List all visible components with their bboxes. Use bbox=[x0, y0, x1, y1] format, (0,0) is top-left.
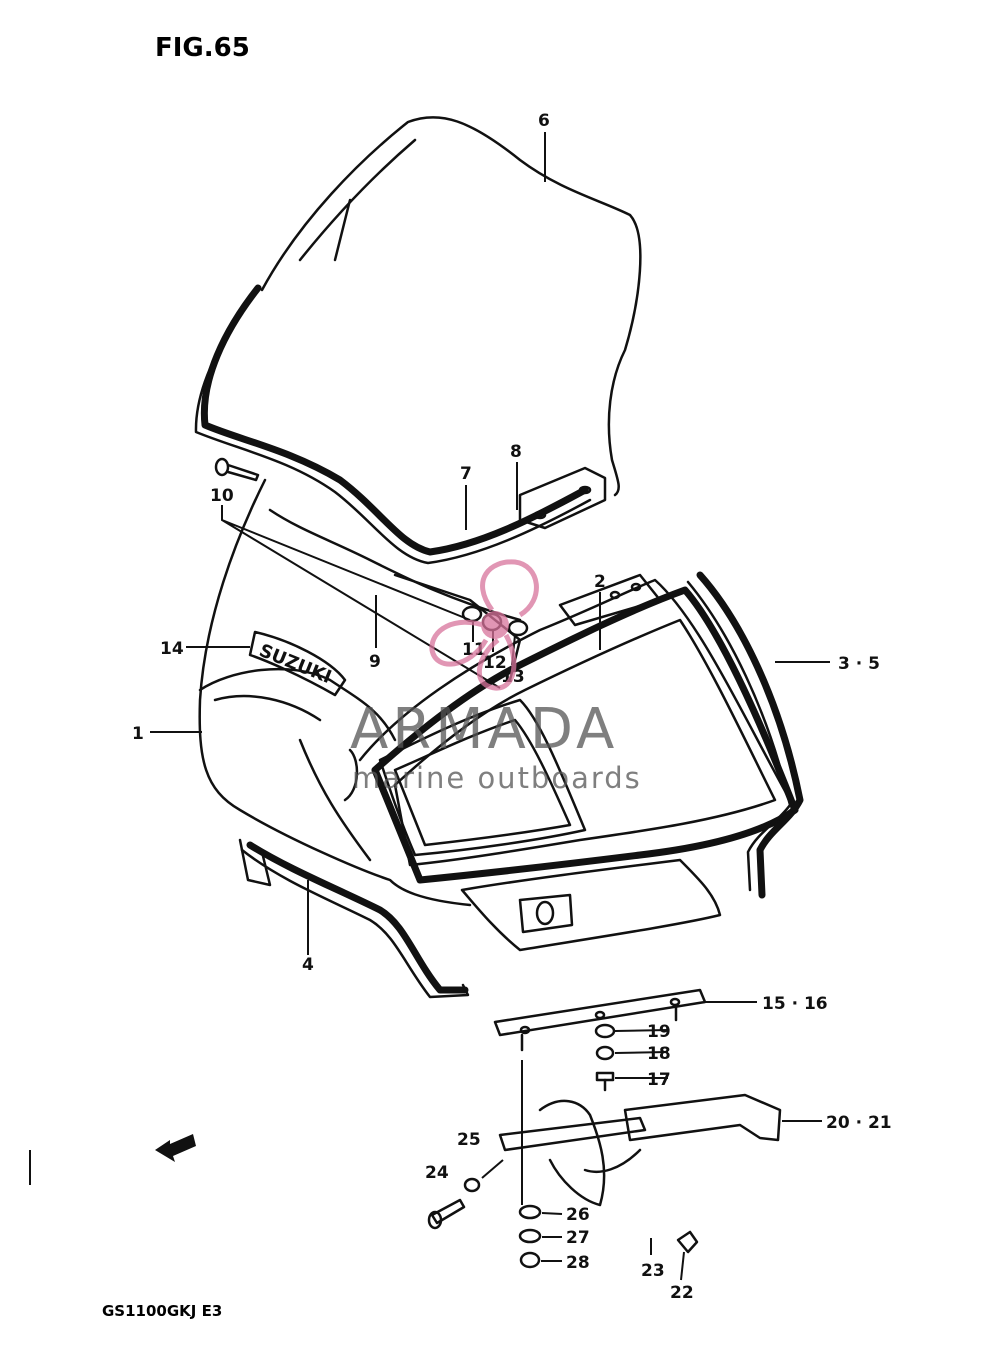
model-code: GS1100GKJ E3 bbox=[102, 1302, 222, 1320]
fairing-body bbox=[198, 478, 522, 907]
callout-18: 18 bbox=[647, 1044, 671, 1064]
edge-seal bbox=[686, 571, 804, 899]
screw-10 bbox=[214, 457, 260, 482]
bolt-24 bbox=[427, 1198, 466, 1230]
callout-14: 14 bbox=[160, 639, 184, 659]
windscreen-bracket bbox=[518, 466, 607, 530]
callout-10: 10 bbox=[210, 486, 234, 506]
callout-15-16: 15 · 16 bbox=[762, 994, 828, 1014]
callout-labels: 6 7 8 10 2 3 · 5 14 9 11 12 13 1 4 15 · … bbox=[132, 111, 892, 1303]
callout-12: 12 bbox=[483, 653, 507, 673]
callout-26: 26 bbox=[566, 1205, 590, 1225]
emblem-label: SUZUKI bbox=[256, 640, 334, 688]
callout-19: 19 bbox=[647, 1022, 671, 1042]
callout-28: 28 bbox=[566, 1253, 590, 1273]
leader-10-9 bbox=[221, 505, 501, 689]
armada-watermark: ARMADA marine outboards bbox=[350, 559, 642, 795]
washer-27 bbox=[518, 1228, 542, 1244]
lower-seal bbox=[238, 838, 470, 999]
front-arrow-icon bbox=[155, 1134, 196, 1162]
callout-24: 24 bbox=[425, 1163, 449, 1183]
callout-23: 23 bbox=[641, 1261, 665, 1281]
callout-17: 17 bbox=[647, 1070, 671, 1090]
fairing-lower-panel bbox=[460, 858, 722, 952]
callout-7: 7 bbox=[460, 464, 472, 484]
nut-22 bbox=[676, 1230, 699, 1254]
nut-25 bbox=[463, 1177, 481, 1193]
headlight-frame bbox=[378, 698, 587, 857]
callout-9: 9 bbox=[369, 652, 381, 672]
callout-2: 2 bbox=[594, 572, 606, 592]
callout-8: 8 bbox=[510, 442, 522, 462]
leader-25 bbox=[481, 1159, 504, 1179]
callout-27: 27 bbox=[566, 1228, 590, 1248]
watermark-tagline: marine outboards bbox=[352, 761, 642, 795]
windscreen-trim bbox=[194, 284, 592, 565]
callout-6: 6 bbox=[538, 111, 550, 131]
callout-25: 25 bbox=[457, 1130, 481, 1150]
windscreen bbox=[260, 116, 642, 497]
callout-3-5: 3 · 5 bbox=[838, 654, 880, 674]
callout-4: 4 bbox=[302, 955, 314, 975]
mounting-bracket-upper bbox=[493, 988, 707, 1052]
suzuki-emblem: SUZUKI bbox=[248, 630, 347, 697]
propeller-logo-icon bbox=[429, 559, 539, 691]
washer-stack bbox=[594, 1023, 616, 1092]
mounting-bracket-lower bbox=[498, 1060, 782, 1207]
callout-1: 1 bbox=[132, 724, 144, 744]
callout-20-21: 20 · 21 bbox=[826, 1113, 892, 1133]
inner-windshield bbox=[358, 573, 799, 884]
watermark-brand: ARMADA bbox=[350, 697, 618, 762]
callout-22: 22 bbox=[670, 1283, 694, 1303]
nut-28 bbox=[519, 1251, 541, 1269]
figure-title: FIG.65 bbox=[155, 33, 250, 63]
cushion-26 bbox=[518, 1204, 542, 1220]
